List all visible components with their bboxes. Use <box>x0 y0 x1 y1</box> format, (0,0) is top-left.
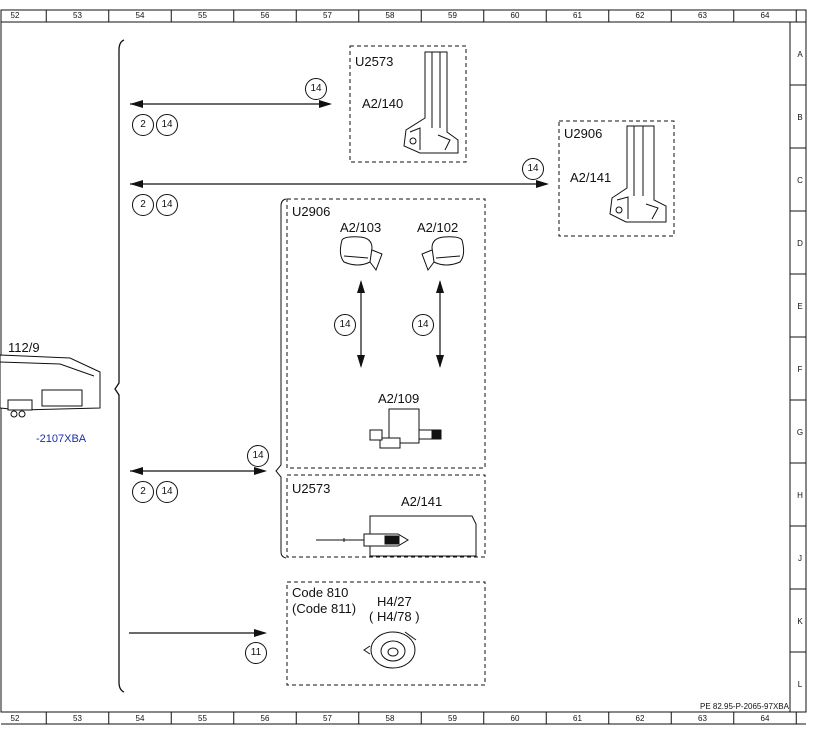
ruler-bottom-number: 58 <box>385 714 395 723</box>
ref-circle: 14 <box>412 314 434 336</box>
ref-circle: 14 <box>156 194 178 216</box>
group-label-u2573-lower: U2573 <box>292 481 331 496</box>
ref-circle: 11 <box>245 642 267 664</box>
ruler-bottom-number: 55 <box>198 714 207 723</box>
row-letter: C <box>797 176 803 185</box>
ref-circle: 14 <box>156 114 178 136</box>
ruler-top-number: 55 <box>198 11 207 20</box>
ref-circle: 14 <box>334 314 356 336</box>
ruler-top-number: 53 <box>73 11 82 20</box>
part-label-a2-141-right: A2/141 <box>570 170 612 185</box>
ruler-bottom-number: 57 <box>323 714 332 723</box>
control-module-drawing <box>369 408 442 449</box>
group-label-u2573-top: U2573 <box>355 54 394 69</box>
ref-circle: 2 <box>132 114 154 136</box>
adjuster-component-top <box>403 51 459 154</box>
row-letter: H <box>797 491 803 500</box>
ruler-top-number: 62 <box>635 11 645 20</box>
part-label-a2-109: A2/109 <box>378 391 420 406</box>
ref-circle: 14 <box>247 445 269 467</box>
row-letter: J <box>798 554 802 563</box>
ref-circle: 2 <box>132 194 154 216</box>
drawing-code: PE 82.95-P-2065-97XBA <box>700 702 789 711</box>
group-label-u2906-middle: U2906 <box>292 204 331 219</box>
ruler-top-number: 57 <box>323 11 332 20</box>
ruler-bottom-number: 63 <box>698 714 707 723</box>
mirror-left-drawing <box>339 236 383 272</box>
ref-circle: 2 <box>132 481 154 503</box>
ref-circle: 14 <box>156 481 178 503</box>
ruler-top-number: 63 <box>698 11 707 20</box>
head-unit-link[interactable]: -2107XBA <box>36 433 87 445</box>
row-letter: D <box>797 239 803 248</box>
ref-circle: 14 <box>305 78 327 100</box>
ruler-top-number: 61 <box>573 11 582 20</box>
mirror-right-drawing <box>421 236 465 272</box>
part-label-h4-27: H4/27 <box>377 594 412 609</box>
ruler-bottom-number: 52 <box>10 714 20 723</box>
ruler-bottom-number: 56 <box>260 714 270 723</box>
part-label-a2-102: A2/102 <box>417 220 459 235</box>
part-label-a2-140: A2/140 <box>362 96 404 111</box>
ruler-top-number: 52 <box>10 11 20 20</box>
ruler-bottom-number: 64 <box>760 714 770 723</box>
ruler-bottom-number: 59 <box>448 714 457 723</box>
group-label-u2906-right: U2906 <box>564 126 603 141</box>
ruler-top-number: 54 <box>135 11 145 20</box>
ruler-top-number: 58 <box>385 11 395 20</box>
ruler-bottom-number: 61 <box>573 714 582 723</box>
ruler-top-number: 59 <box>448 11 457 20</box>
ruler-bottom-number: 53 <box>73 714 82 723</box>
row-letter: E <box>797 302 803 311</box>
row-letter: L <box>797 680 803 689</box>
ruler-top-number: 56 <box>260 11 270 20</box>
row-letter: G <box>796 428 804 437</box>
ruler-top-number: 60 <box>510 11 520 20</box>
code-label: Code 810 <box>292 585 349 600</box>
ruler-bottom-number: 60 <box>510 714 520 723</box>
row-letter: A <box>797 50 803 59</box>
row-letter: F <box>797 365 803 374</box>
sensor-drawing <box>316 515 477 557</box>
code-alt-label: (Code 811) <box>292 601 357 616</box>
head-unit-drawing <box>0 354 101 418</box>
ref-circle: 14 <box>522 158 544 180</box>
ruler-top-number: 64 <box>760 11 770 20</box>
part-label-a2-103: A2/103 <box>340 220 382 235</box>
horn-drawing <box>363 631 417 669</box>
part-label-a2-141-lower: A2/141 <box>401 494 443 509</box>
ruler-bottom-number: 62 <box>635 714 645 723</box>
row-letter: B <box>797 113 803 122</box>
part-label-h4-78: ( H4/78 ) <box>369 609 420 624</box>
ruler-bottom-number: 54 <box>135 714 145 723</box>
adjuster-component-right <box>609 125 667 223</box>
head-unit-label: 112/9 <box>8 340 40 355</box>
row-letter: K <box>797 617 803 626</box>
